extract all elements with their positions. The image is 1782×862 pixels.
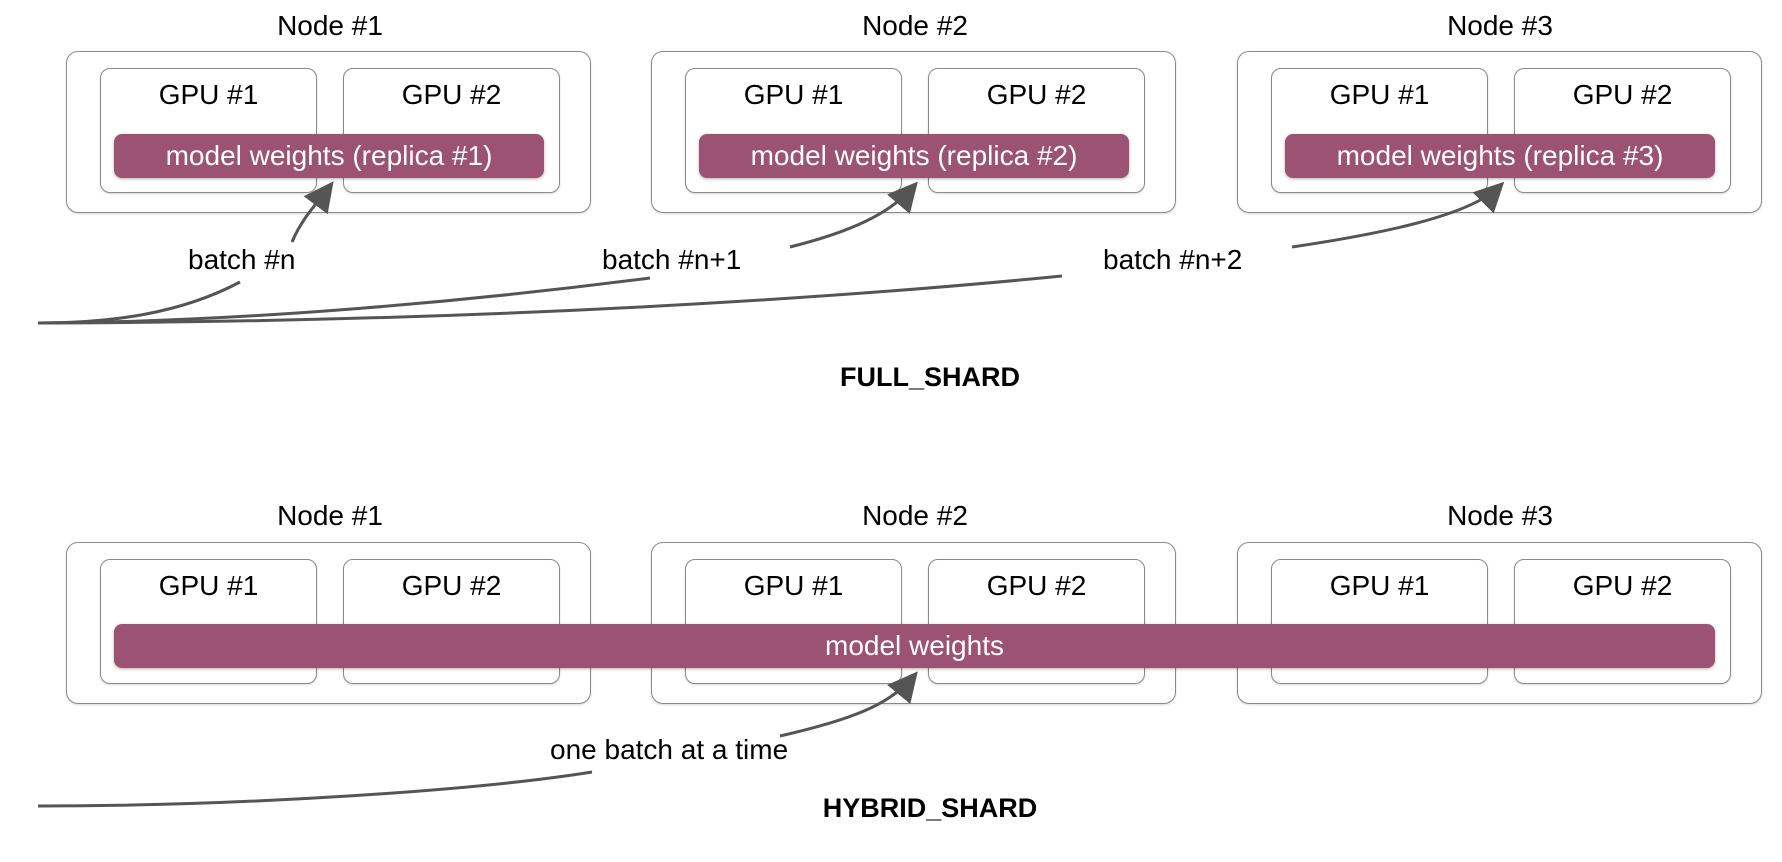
node-1-title: Node #1 bbox=[277, 500, 383, 531]
node-3-title: Node #3 bbox=[1447, 500, 1553, 531]
model-weights-replica-1: model weights (replica #1) bbox=[114, 134, 544, 178]
batch-n-plus-1-label: batch #n+1 bbox=[602, 244, 742, 275]
full-shard-label: FULL_SHARD bbox=[840, 362, 1020, 392]
gpu-label: GPU #2 bbox=[1572, 79, 1673, 110]
gpu-label: GPU #2 bbox=[401, 570, 502, 601]
node-2-box: GPU #1 GPU #2 bbox=[651, 51, 1176, 213]
one-batch-label: one batch at a time bbox=[550, 734, 789, 765]
gpu-label: GPU #2 bbox=[986, 570, 1087, 601]
gpu-label: GPU #1 bbox=[158, 79, 259, 110]
gpu-label: GPU #2 bbox=[1572, 570, 1673, 601]
full-shard-diagram: Node #1 GPU #1 GPU #2 model weights (rep… bbox=[0, 0, 1782, 400]
gpu-label: GPU #1 bbox=[1329, 570, 1430, 601]
node-2-box: GPU #1 GPU #2 bbox=[651, 542, 1176, 704]
gpu-label: GPU #1 bbox=[158, 570, 259, 601]
model-weights-shared: model weights bbox=[114, 624, 1715, 668]
hybrid-shard-label: HYBRID_SHARD bbox=[822, 793, 1038, 823]
batch-n-label: batch #n bbox=[188, 244, 296, 275]
gpu-label: GPU #1 bbox=[1329, 79, 1430, 110]
model-weights-replica-3: model weights (replica #3) bbox=[1285, 134, 1715, 178]
batch-n-plus-2-label: batch #n+2 bbox=[1103, 244, 1243, 275]
node-1-title: Node #1 bbox=[277, 10, 383, 41]
node-2-title: Node #2 bbox=[862, 500, 968, 531]
gpu-label: GPU #2 bbox=[986, 79, 1087, 110]
model-weights-replica-2: model weights (replica #2) bbox=[699, 134, 1129, 178]
node-3-box: GPU #1 GPU #2 bbox=[1237, 51, 1762, 213]
gpu-label: GPU #1 bbox=[743, 79, 844, 110]
node-2-title: Node #2 bbox=[862, 10, 968, 41]
node-1-box: GPU #1 GPU #2 bbox=[66, 542, 591, 704]
gpu-label: GPU #2 bbox=[401, 79, 502, 110]
node-3-box: GPU #1 GPU #2 bbox=[1237, 542, 1762, 704]
node-1-box: GPU #1 GPU #2 bbox=[66, 51, 591, 213]
hybrid-shard-diagram: Node #1 GPU #1 GPU #2 Node #2 GPU #1 GPU… bbox=[0, 490, 1782, 862]
gpu-label: GPU #1 bbox=[743, 570, 844, 601]
node-3-title: Node #3 bbox=[1447, 10, 1553, 41]
